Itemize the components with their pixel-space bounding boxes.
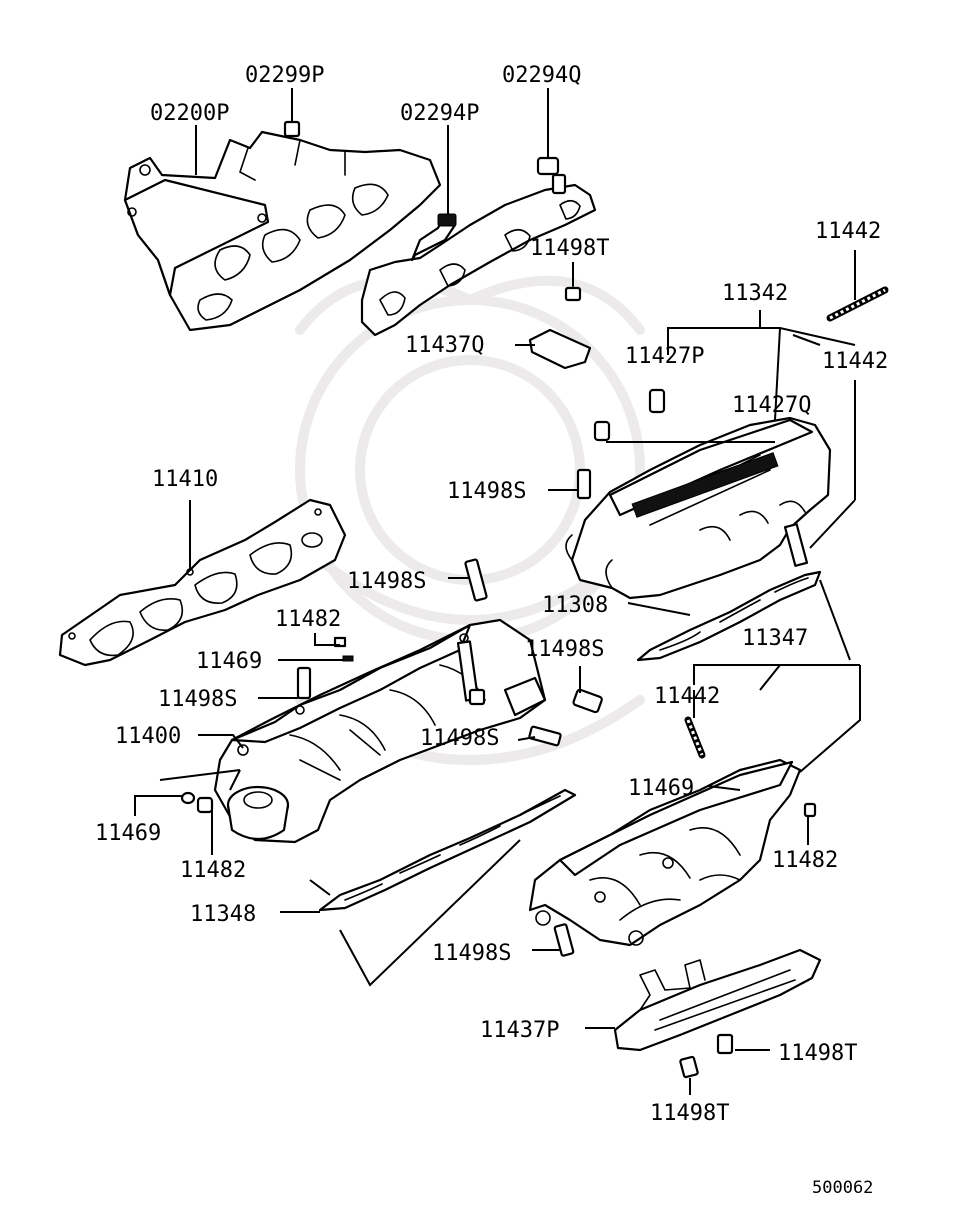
label-11469-b: 11469 bbox=[628, 776, 694, 801]
part-labels: 02299P 02200P 02294P 02294Q 11498T 11437… bbox=[95, 63, 888, 1198]
label-11469-a: 11469 bbox=[196, 649, 262, 674]
heat-protector-11437P bbox=[613, 948, 822, 1052]
stud-11442-top bbox=[826, 286, 889, 322]
stud-11442-front bbox=[456, 640, 486, 706]
bolt-11498S-side bbox=[528, 725, 562, 747]
stud-11442-mid bbox=[684, 716, 706, 759]
label-11427Q: 11427Q bbox=[732, 393, 811, 418]
label-11498S-c: 11498S bbox=[525, 637, 604, 662]
gasket-11347 bbox=[636, 570, 822, 662]
label-11400: 11400 bbox=[115, 724, 181, 749]
label-11347: 11347 bbox=[742, 626, 808, 651]
label-11482-a: 11482 bbox=[275, 607, 341, 632]
bolt-11498S-lower bbox=[553, 923, 575, 957]
bolt-11498S-mid bbox=[464, 558, 488, 602]
label-11482-b: 11482 bbox=[772, 848, 838, 873]
label-11342: 11342 bbox=[722, 281, 788, 306]
label-11498S-b: 11498S bbox=[347, 569, 426, 594]
nut-11482-c bbox=[803, 802, 817, 818]
gasket-11348 bbox=[318, 788, 577, 912]
heat-protector-rail bbox=[360, 183, 597, 337]
washer-11469-a bbox=[342, 655, 354, 662]
actuator-bowl bbox=[226, 785, 290, 841]
label-11469-c: 11469 bbox=[95, 821, 161, 846]
label-02299P: 02299P bbox=[245, 63, 324, 88]
nut-11482-b bbox=[196, 796, 214, 814]
bolt-11498S-right bbox=[572, 688, 603, 714]
gasket-11410 bbox=[58, 498, 347, 667]
bolt-11498T-a bbox=[716, 1033, 734, 1055]
label-11498S-a: 11498S bbox=[447, 479, 526, 504]
washer-11469-b bbox=[180, 791, 196, 805]
heat-protector-02200P bbox=[123, 130, 442, 332]
sensor-02294Q bbox=[536, 89, 567, 195]
bolt-11498S-left bbox=[296, 666, 312, 700]
stud-11427P bbox=[648, 388, 666, 414]
label-11482-c: 11482 bbox=[180, 858, 246, 883]
bracket-11437Q bbox=[528, 328, 592, 370]
label-11498T-top: 11498T bbox=[530, 236, 609, 261]
bolt-11498T-b bbox=[679, 1055, 699, 1079]
label-11498S-f: 11498S bbox=[432, 941, 511, 966]
leader-lines bbox=[134, 88, 861, 1095]
bolt-11498S-rear-top bbox=[576, 468, 592, 500]
label-11498S-d: 11498S bbox=[158, 687, 237, 712]
label-11437P: 11437P bbox=[480, 1018, 559, 1043]
label-11498T-b: 11498T bbox=[650, 1101, 729, 1126]
label-11498S-e: 11498S bbox=[420, 726, 499, 751]
label-11427P: 11427P bbox=[625, 344, 704, 369]
label-11442-right: 11442 bbox=[822, 349, 888, 374]
label-11442-mid: 11442 bbox=[654, 684, 720, 709]
exhaust-manifold-11308 bbox=[565, 416, 832, 600]
label-02294P: 02294P bbox=[400, 101, 479, 126]
diagram-code: 500062 bbox=[812, 1178, 873, 1198]
label-11498T-a: 11498T bbox=[778, 1041, 857, 1066]
stud-11427Q bbox=[593, 420, 611, 442]
label-11410: 11410 bbox=[152, 467, 218, 492]
label-11437Q: 11437Q bbox=[405, 333, 484, 358]
label-11308: 11308 bbox=[542, 593, 608, 618]
label-02294Q: 02294Q bbox=[502, 63, 581, 88]
label-02200P: 02200P bbox=[150, 101, 229, 126]
label-11442-top: 11442 bbox=[815, 219, 881, 244]
label-11348: 11348 bbox=[190, 902, 256, 927]
